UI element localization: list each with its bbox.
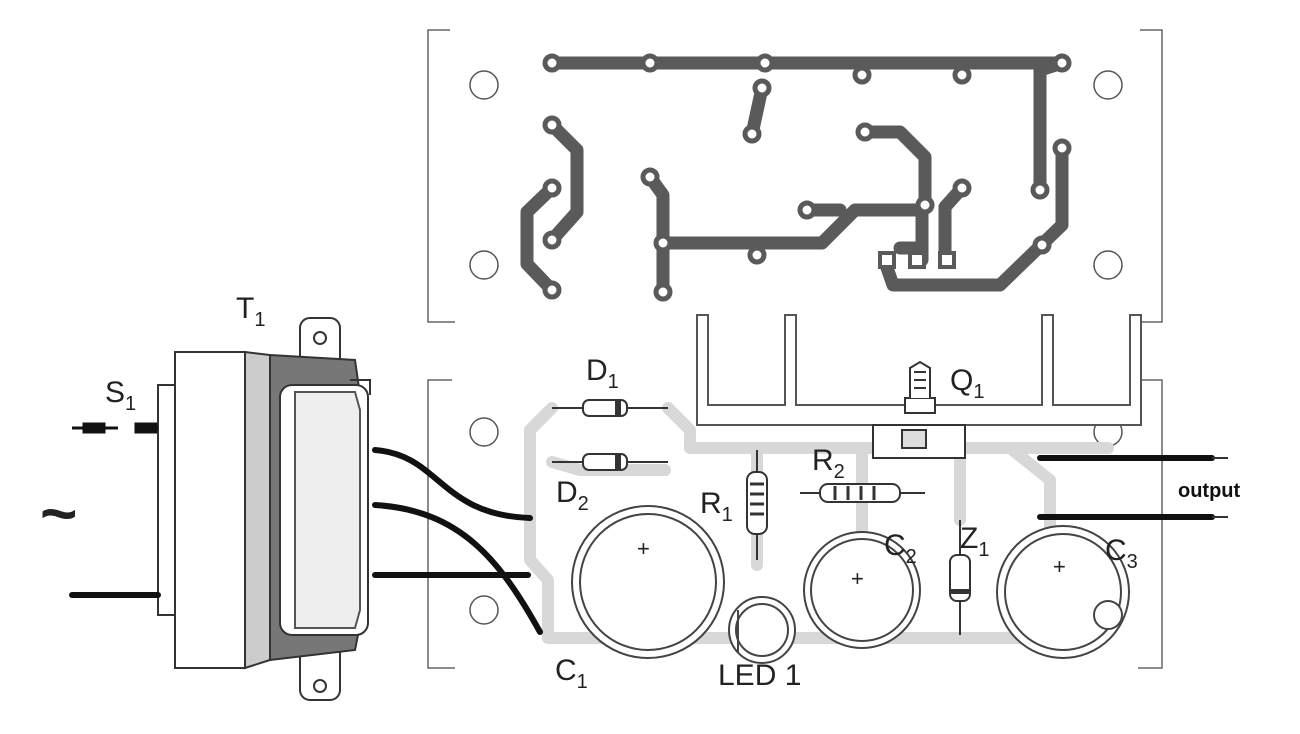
polarity-mark-c3: + bbox=[1053, 554, 1066, 579]
trace-right-arm bbox=[858, 125, 932, 212]
trace-left-zigzag-1 bbox=[545, 118, 584, 247]
label-z1: Z1 bbox=[960, 522, 989, 561]
label-c3: C3 bbox=[1105, 534, 1138, 573]
mount-hole-mid-left bbox=[469, 250, 499, 280]
label-r1: R1 bbox=[700, 487, 733, 526]
heatsink bbox=[696, 314, 1142, 426]
label-q1: Q1 bbox=[950, 364, 984, 403]
label-d2: D2 bbox=[556, 476, 589, 515]
transistor-q1 bbox=[872, 360, 966, 459]
resistor-r2 bbox=[800, 483, 925, 503]
label-d1: D1 bbox=[586, 354, 619, 393]
solder-pads bbox=[542, 53, 1072, 302]
label-t1: T1 bbox=[236, 292, 265, 331]
mount-hole-bottom-left bbox=[469, 595, 499, 625]
transformer-secondary-wires bbox=[372, 447, 543, 635]
trace-right-loop bbox=[878, 141, 1069, 292]
capacitor-c2 bbox=[803, 531, 921, 649]
capacitor-c1 bbox=[571, 505, 725, 659]
diode-d1 bbox=[552, 399, 668, 417]
capacitor-c3 bbox=[996, 525, 1130, 659]
mount-hole-top-left bbox=[469, 70, 499, 100]
transformer-t1 bbox=[157, 317, 371, 701]
trace-left-zigzag-2 bbox=[520, 181, 559, 297]
diode-d2 bbox=[552, 453, 668, 471]
secondary-wire-top bbox=[372, 447, 533, 521]
zener-z1 bbox=[949, 520, 971, 635]
resistor-r1 bbox=[746, 450, 768, 560]
ac-symbol: ~ bbox=[40, 477, 77, 549]
led-1 bbox=[728, 596, 796, 664]
board-outline bbox=[427, 29, 1163, 669]
polarity-mark-c1: + bbox=[637, 536, 650, 561]
trace-to-q1 bbox=[938, 181, 969, 269]
label-s1: S1 bbox=[105, 376, 136, 415]
label-r2: R2 bbox=[812, 444, 845, 483]
polarity-mark-c2: + bbox=[851, 566, 864, 591]
mount-hole-low-left bbox=[469, 417, 499, 447]
transistor-pads bbox=[878, 251, 956, 269]
copper-traces bbox=[520, 56, 1069, 299]
mount-hole-top-right bbox=[1093, 70, 1123, 100]
label-led1: LED 1 bbox=[718, 659, 801, 692]
trace-top-rail bbox=[545, 56, 1069, 197]
mount-hole-mid-right bbox=[1093, 250, 1123, 280]
output-wires bbox=[1037, 455, 1215, 520]
trace-center-mid bbox=[656, 203, 929, 267]
label-output: output bbox=[1178, 480, 1241, 502]
label-c2: C2 bbox=[884, 529, 917, 568]
switch-s1 bbox=[72, 422, 158, 434]
secondary-wire-mid bbox=[372, 502, 543, 635]
label-c1: C1 bbox=[555, 654, 588, 693]
